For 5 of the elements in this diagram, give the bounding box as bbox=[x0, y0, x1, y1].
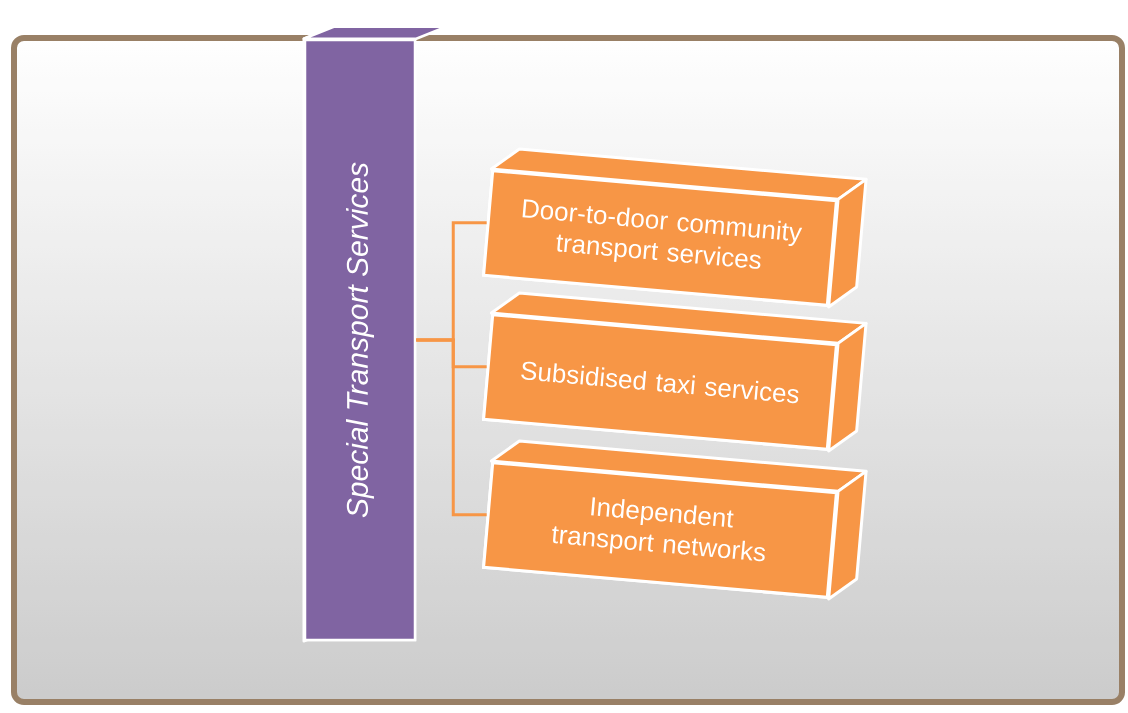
block: Door-to-door community transport services bbox=[481, 147, 868, 309]
block: Independent transport networks bbox=[481, 439, 868, 601]
connector-line bbox=[416, 338, 487, 517]
column-block: Special Transport Services bbox=[302, 25, 448, 643]
block: Subsidised taxi services bbox=[481, 291, 868, 453]
